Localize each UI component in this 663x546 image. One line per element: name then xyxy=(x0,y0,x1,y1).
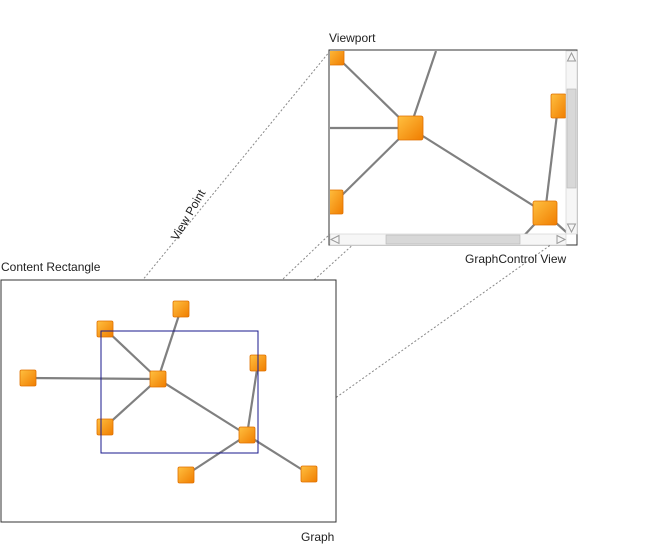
edge xyxy=(245,362,260,436)
content-rectangle xyxy=(0,279,337,523)
edge xyxy=(408,51,438,129)
graph-node xyxy=(96,320,114,338)
scroll-right-arrow-icon[interactable] xyxy=(556,234,567,245)
edge xyxy=(104,378,159,428)
vertical-scroll-thumb[interactable] xyxy=(566,88,577,189)
horizontal-scrollbar[interactable] xyxy=(329,233,567,246)
viewport-node xyxy=(397,115,424,141)
content-rectangle-label: Content Rectangle xyxy=(1,260,101,274)
edge xyxy=(246,434,310,475)
graph-node xyxy=(300,465,318,483)
scroll-down-arrow-icon[interactable] xyxy=(566,223,577,234)
viewport-label: Viewport xyxy=(329,31,376,45)
graph-node xyxy=(19,369,37,387)
graph-node xyxy=(172,300,190,318)
edge xyxy=(185,434,248,476)
graphcontrol-view-label: GraphControl View xyxy=(465,252,567,266)
edge xyxy=(104,328,159,380)
edge xyxy=(336,56,411,129)
graph-node xyxy=(177,466,195,484)
projection-line-bottom-right xyxy=(257,233,567,454)
edge xyxy=(543,105,560,214)
edge xyxy=(334,127,411,203)
viewport-region-rect xyxy=(100,330,259,454)
graph-node xyxy=(96,418,114,436)
horizontal-scroll-thumb[interactable] xyxy=(385,234,521,245)
viewport-node xyxy=(550,93,566,119)
edge xyxy=(27,376,159,381)
viewport-node xyxy=(330,189,344,215)
edge xyxy=(409,127,546,214)
scroll-up-arrow-icon[interactable] xyxy=(566,51,577,62)
edge xyxy=(156,308,183,380)
scroll-left-arrow-icon[interactable] xyxy=(329,234,340,245)
viewport-node xyxy=(532,200,558,226)
vertical-scrollbar[interactable] xyxy=(565,50,578,235)
graph-node xyxy=(238,426,256,444)
graph-node xyxy=(149,370,167,388)
graph-label: Graph xyxy=(301,530,335,544)
edge xyxy=(157,378,248,436)
viewport-node xyxy=(330,51,345,66)
graph-edges xyxy=(27,308,310,476)
viewport-content xyxy=(330,51,566,234)
